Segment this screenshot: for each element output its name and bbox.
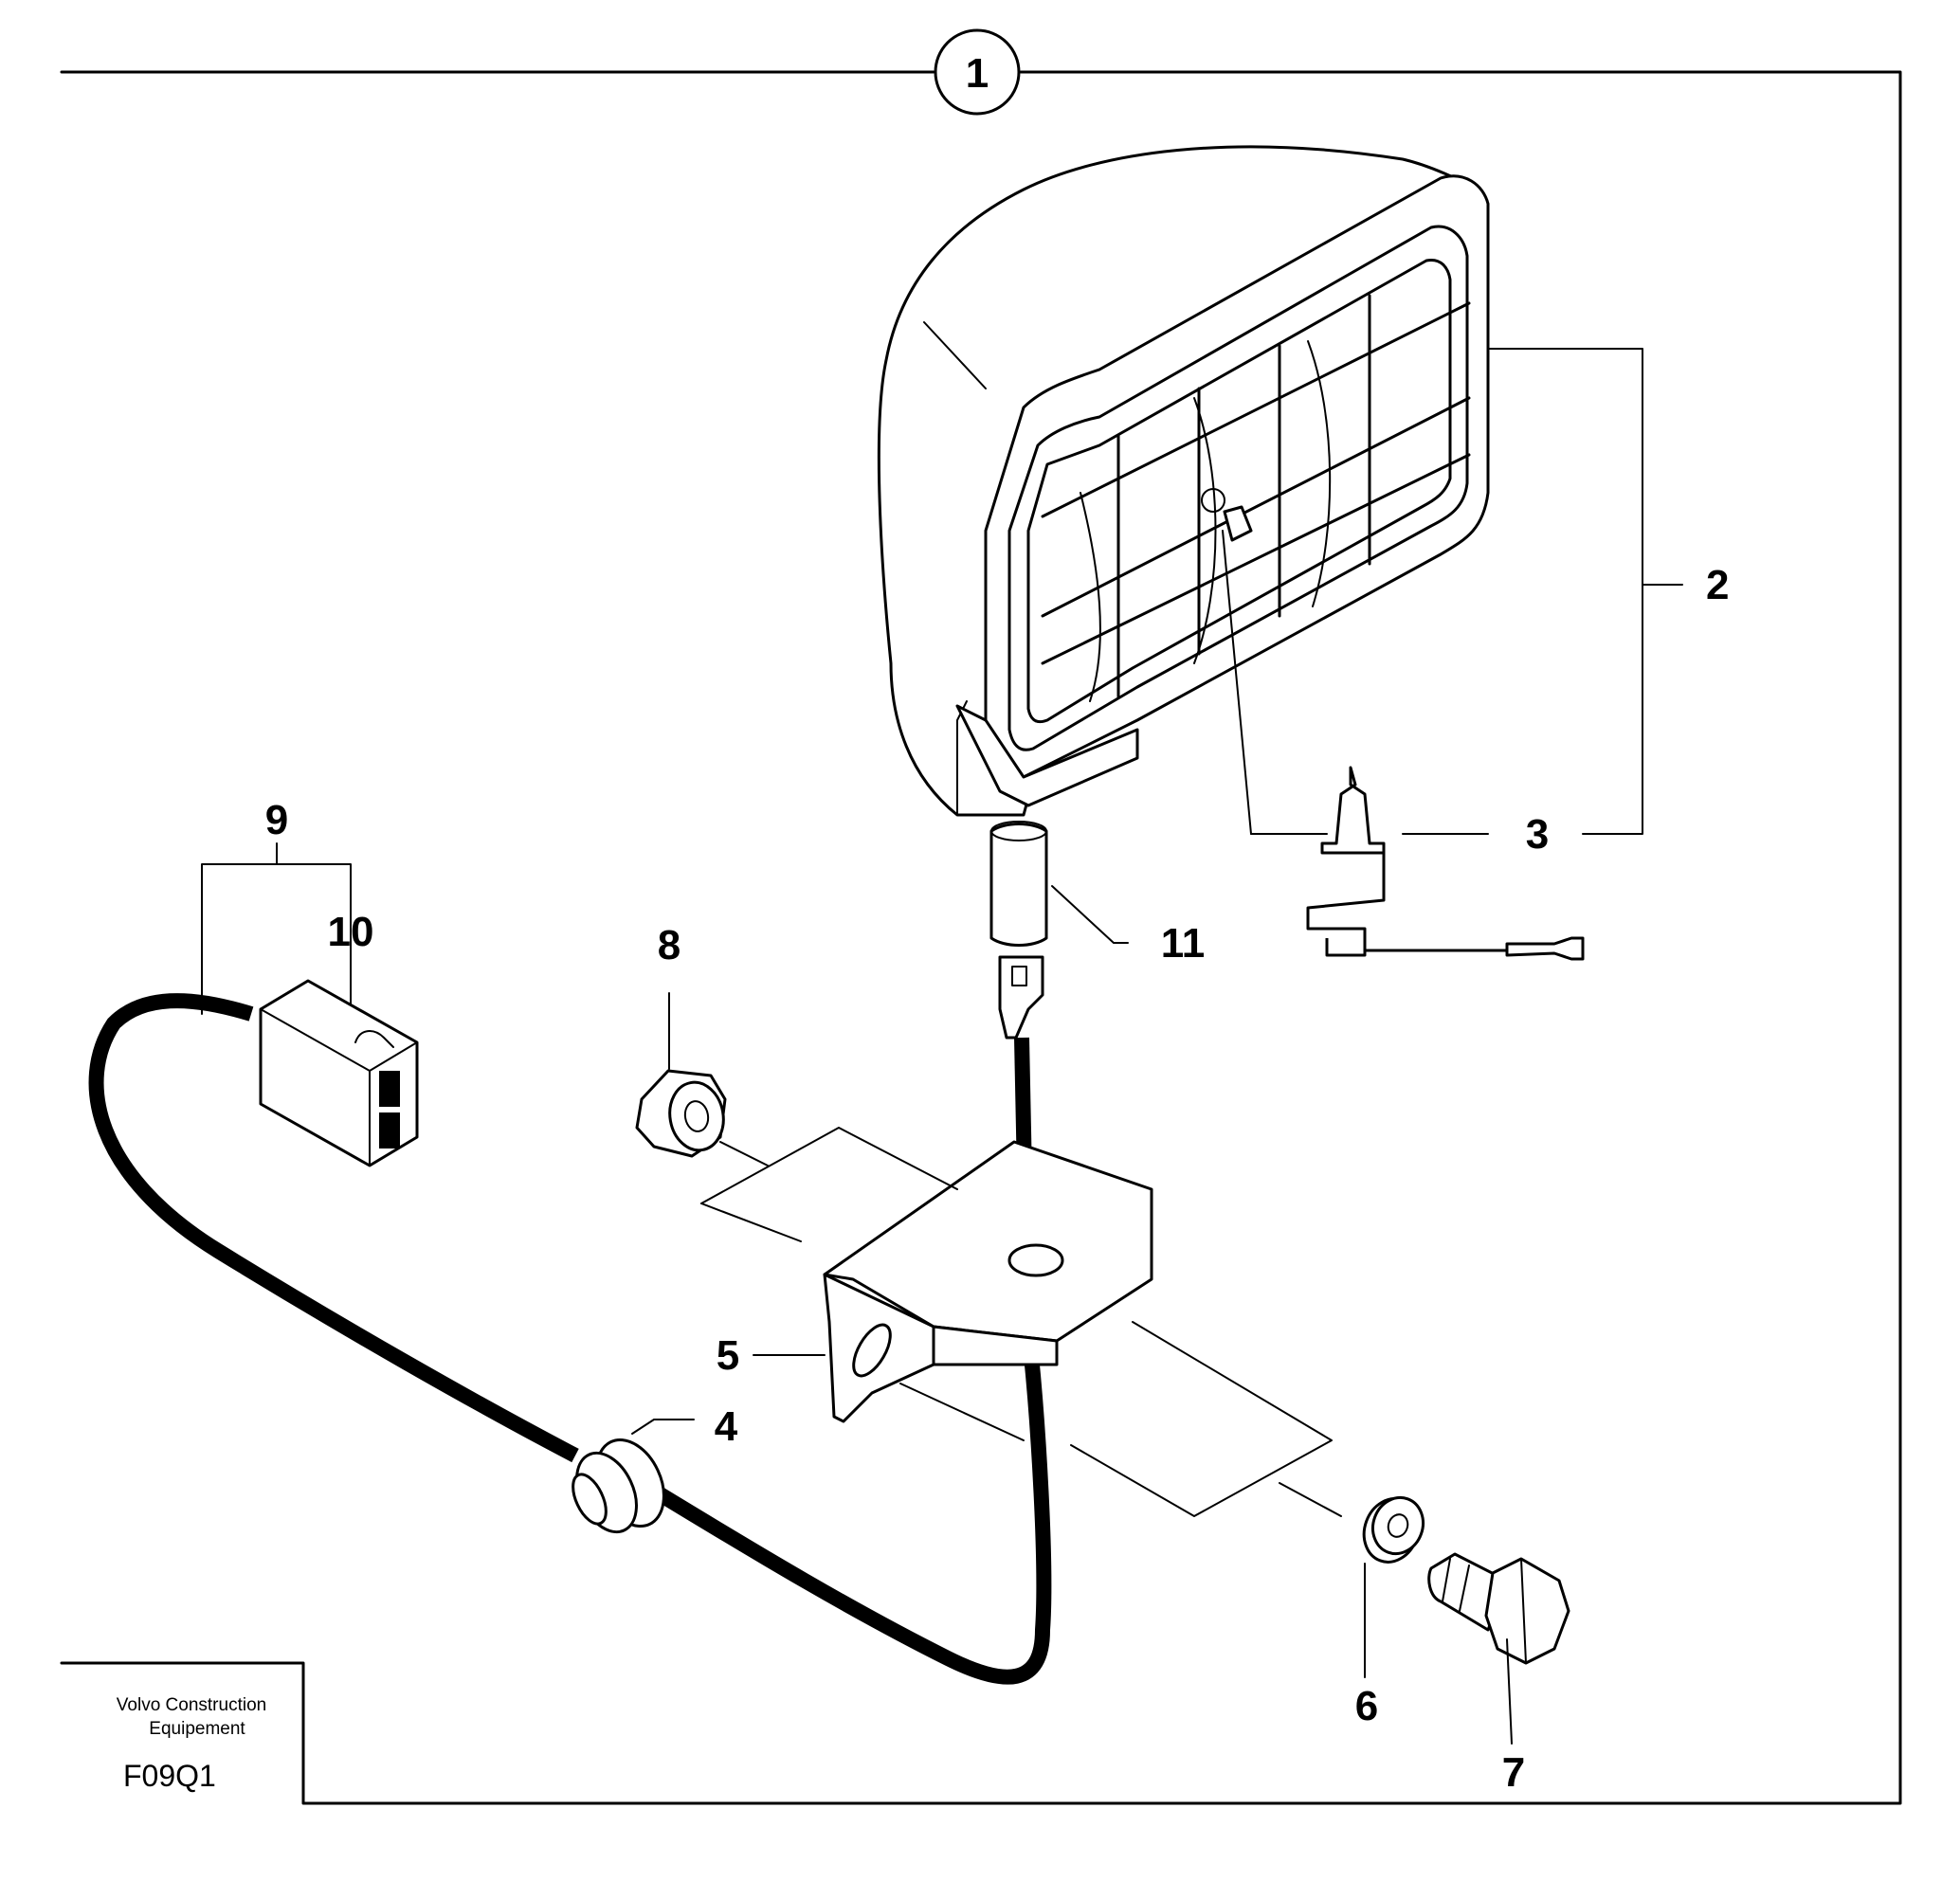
company-name-line2: Equipement bbox=[149, 1719, 245, 1739]
callout-10: 10 bbox=[328, 909, 374, 955]
callout-3: 3 bbox=[1526, 811, 1549, 858]
assembly-frame: 1 bbox=[60, 28, 1902, 1805]
leader-lines bbox=[201, 348, 1683, 1745]
title-block: Volvo Construction Equipement F09Q1 bbox=[117, 1695, 266, 1793]
halogen-bulb bbox=[1306, 766, 1585, 961]
callout-labels: 2 3 4 5 6 7 8 9 10 11 bbox=[265, 562, 1730, 1796]
washer bbox=[1279, 1482, 1425, 1564]
callout-5: 5 bbox=[717, 1332, 739, 1379]
nut bbox=[635, 1069, 769, 1167]
bolt bbox=[1427, 1552, 1570, 1665]
figure-code: F09Q1 bbox=[123, 1759, 216, 1793]
rubber-cap bbox=[989, 821, 1048, 1040]
frame-callout-1: 1 bbox=[966, 50, 989, 97]
callout-4: 4 bbox=[715, 1403, 738, 1450]
callout-9: 9 bbox=[265, 797, 288, 843]
callout-11: 11 bbox=[1161, 920, 1206, 967]
connector-housing bbox=[259, 979, 419, 1167]
mounting-bracket bbox=[700, 1127, 1333, 1517]
callout-8: 8 bbox=[658, 922, 681, 968]
work-lamp bbox=[877, 145, 1490, 835]
company-name-line1: Volvo Construction bbox=[117, 1695, 266, 1715]
grommet bbox=[572, 1438, 665, 1534]
callout-7: 7 bbox=[1502, 1749, 1525, 1796]
callout-6: 6 bbox=[1355, 1683, 1378, 1729]
callout-2: 2 bbox=[1706, 562, 1729, 608]
